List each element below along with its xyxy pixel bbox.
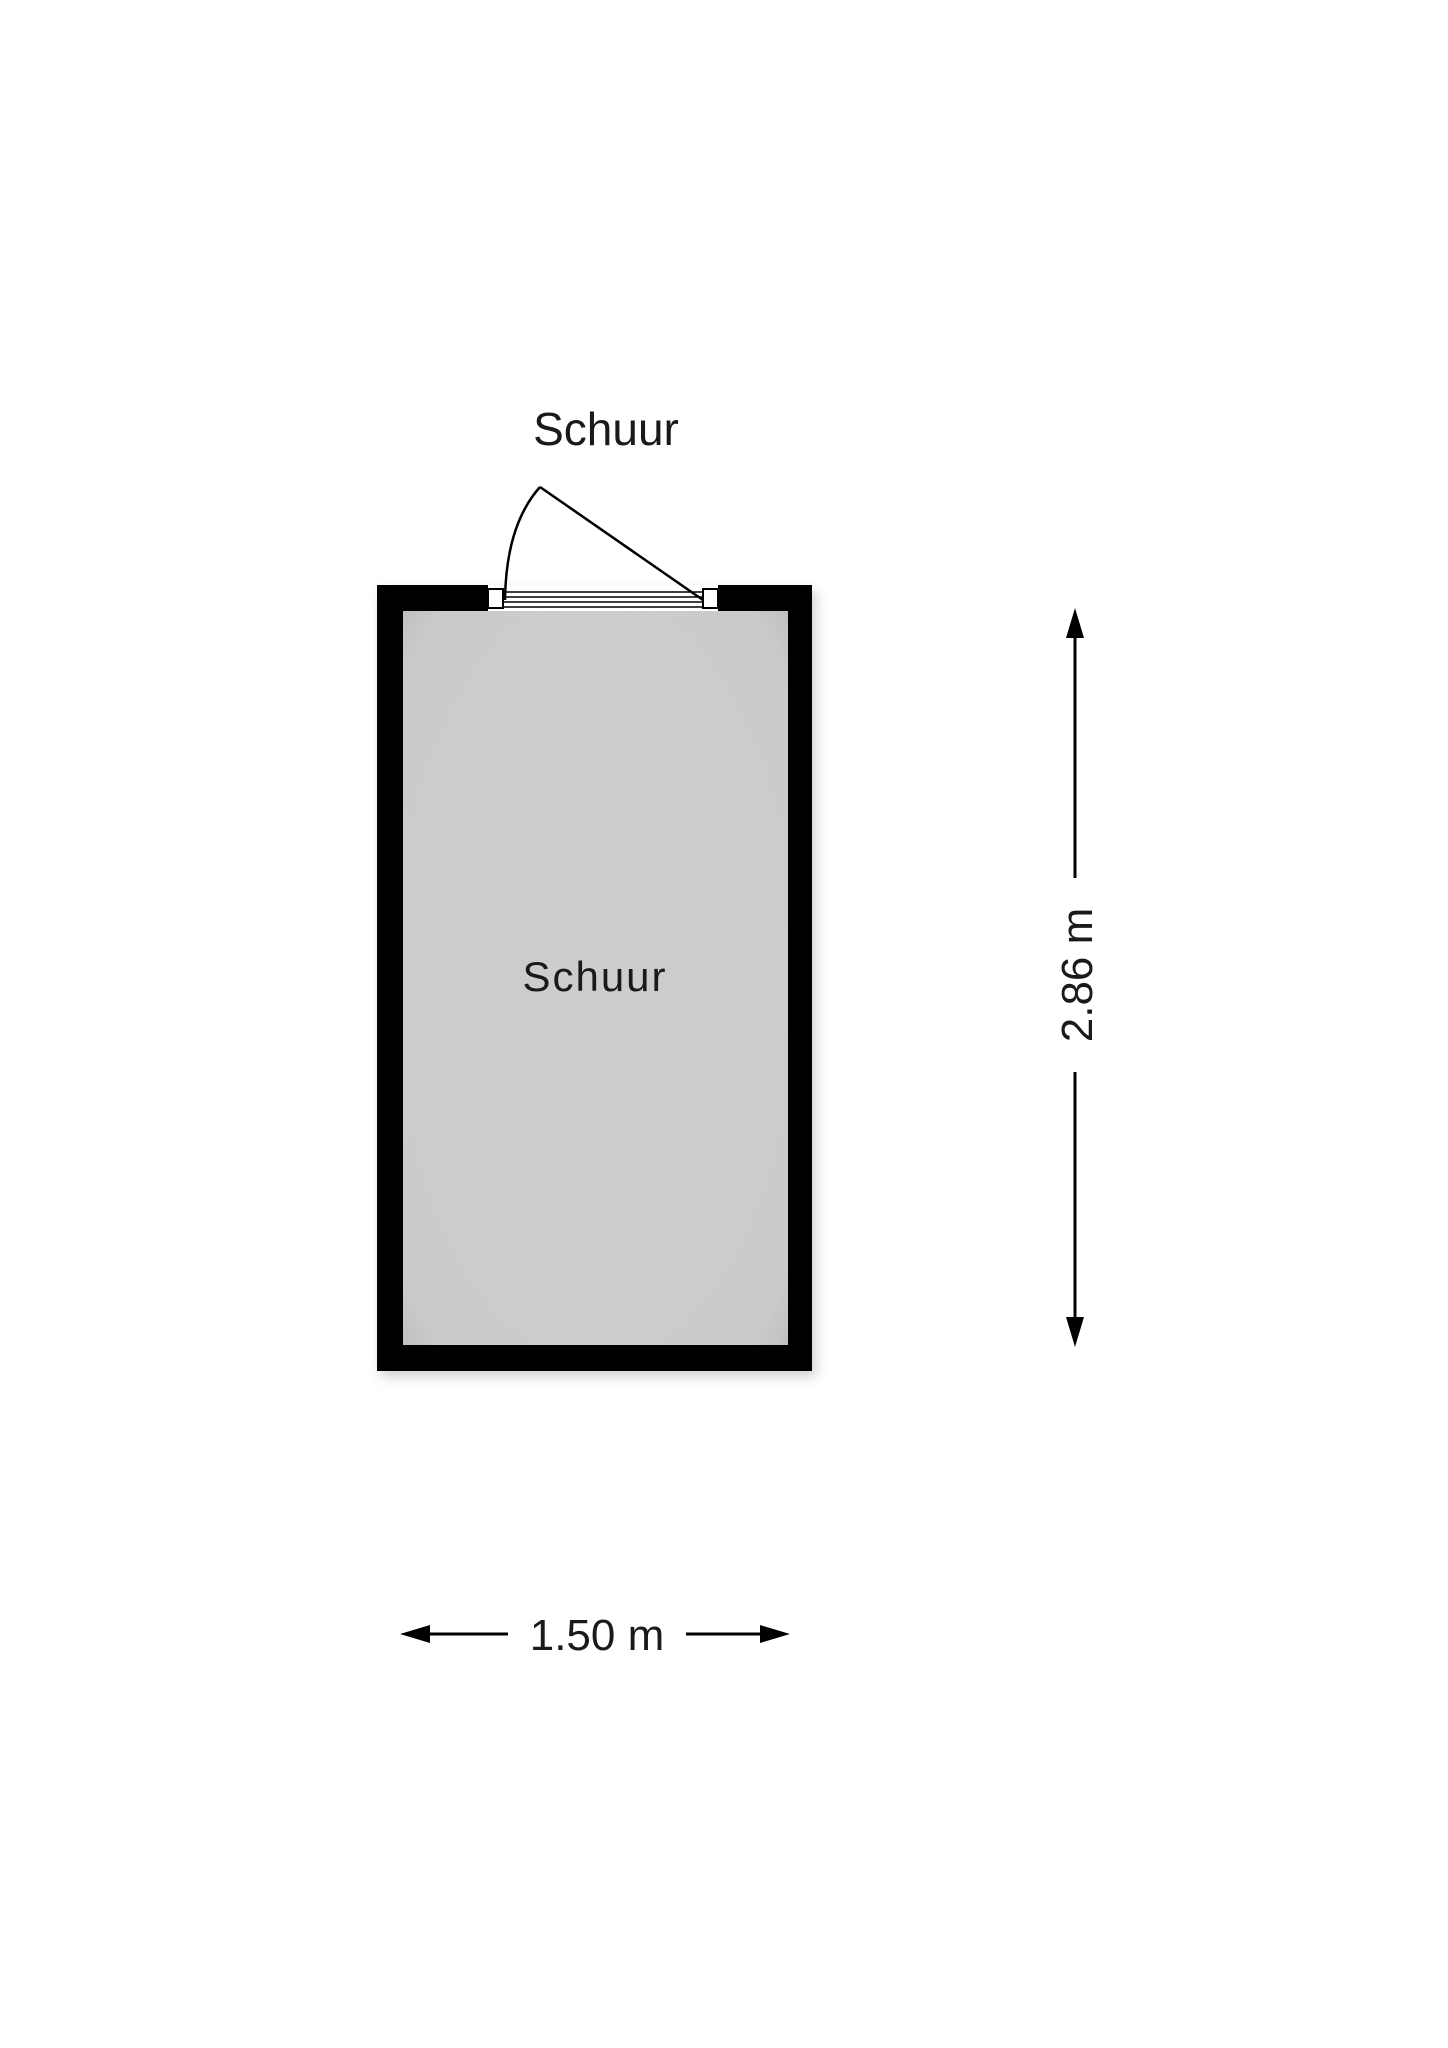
arrow-down-icon [1066, 1317, 1084, 1347]
door-icon [487, 485, 719, 611]
height-dimension-label: 2.86 m [1053, 908, 1102, 1043]
width-dimension-label: 1.50 m [530, 1611, 665, 1660]
arrow-right-icon [760, 1625, 790, 1643]
height-dimension: 2.86 m [1053, 608, 1102, 1347]
room-label: Schuur [522, 953, 667, 1000]
width-dimension: 1.50 m [400, 1611, 790, 1660]
arrow-left-icon [400, 1625, 430, 1643]
room-floor [403, 611, 788, 1345]
arrow-up-icon [1066, 608, 1084, 638]
floor-title: Schuur [533, 403, 679, 455]
